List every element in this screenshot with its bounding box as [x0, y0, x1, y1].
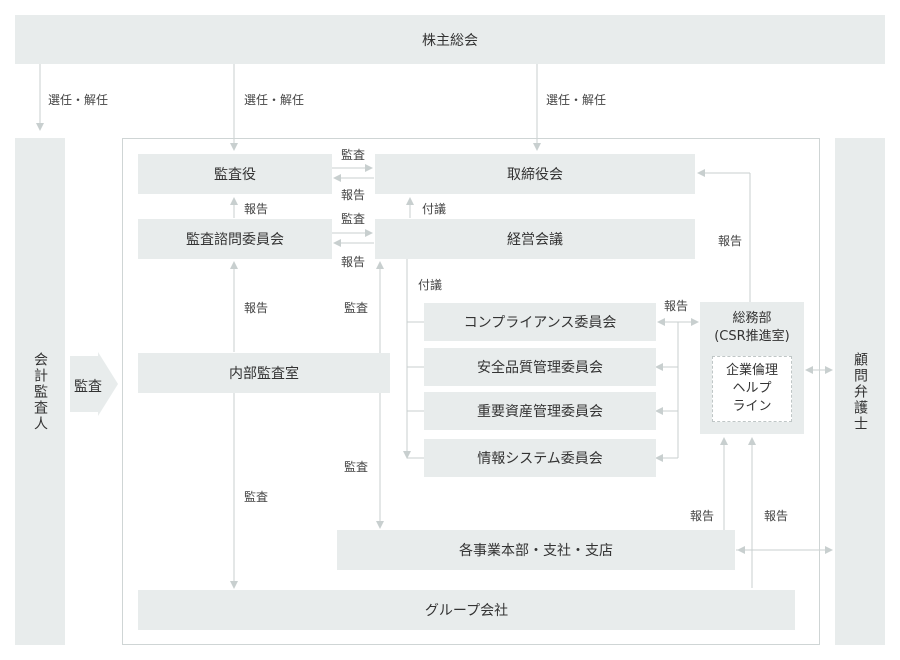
internal-audit-office: 内部監査室: [138, 353, 390, 393]
compliance-committee: コンプライアンス委員会: [424, 303, 656, 341]
label-refer-2: 付議: [418, 278, 443, 292]
elect-label-1: 選任・解任: [48, 93, 109, 107]
label-report-compliance: 報告: [664, 299, 689, 313]
corporate-auditors: 監査役: [138, 154, 332, 194]
label-audit-2: 監査: [341, 212, 366, 226]
shareholders-meeting: 株主総会: [15, 15, 885, 64]
audit-advisory-committee: 監査諮問委員会: [138, 219, 332, 259]
group-companies: グループ会社: [138, 590, 795, 630]
general-affairs-label: 総務部 (CSR推進室): [714, 311, 790, 344]
information-system-committee: 情報システム委員会: [424, 439, 656, 477]
board-of-directors: 取締役会: [375, 154, 695, 194]
label-report-right: 報告: [718, 234, 743, 248]
legal-advisors-label: 顧問弁護士: [852, 351, 868, 432]
asset-management-committee: 重要資産管理委員会: [424, 392, 656, 430]
external-auditor-label: 会計監査人: [32, 351, 48, 432]
label-audit-mid: 監査: [344, 301, 369, 315]
company-frame: [122, 138, 820, 645]
elect-label-3: 選任・解任: [546, 93, 607, 107]
business-divisions: 各事業本部・支社・支店: [337, 530, 735, 570]
legal-advisors: 顧問弁護士: [835, 138, 885, 645]
audit-arrow-shape: [70, 352, 118, 416]
management-meeting: 経営会議: [375, 219, 695, 259]
label-report-bottom-2: 報告: [764, 509, 789, 523]
audit-arrow-label: 監査: [74, 379, 102, 395]
label-report-bottom-1: 報告: [690, 509, 715, 523]
ethics-helpline: 企業倫理 ヘルプ ライン: [712, 356, 792, 422]
external-auditor: 会計監査人: [15, 138, 65, 645]
label-report-2: 報告: [341, 255, 366, 269]
label-audit-left-low: 監査: [244, 490, 269, 504]
label-report-advisory: 報告: [244, 301, 269, 315]
label-audit-1: 監査: [341, 148, 366, 162]
safety-quality-committee: 安全品質管理委員会: [424, 348, 656, 386]
label-report-kansayaku: 報告: [244, 202, 269, 216]
label-refer-1: 付議: [422, 202, 447, 216]
label-audit-lower: 監査: [344, 460, 369, 474]
label-report-1: 報告: [341, 188, 366, 202]
elect-label-2: 選任・解任: [244, 93, 305, 107]
